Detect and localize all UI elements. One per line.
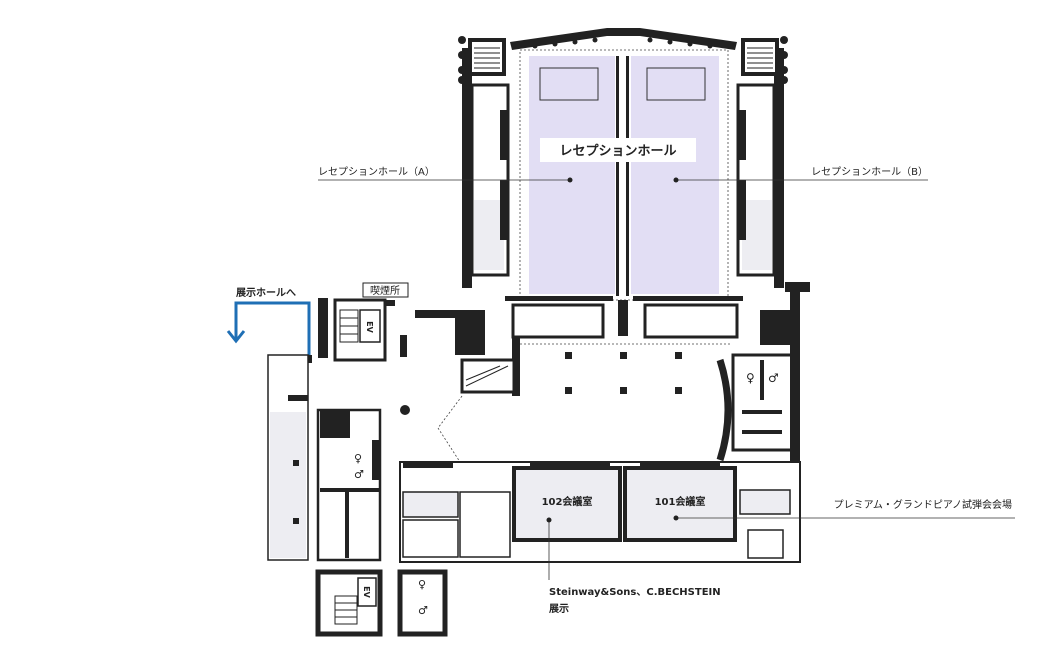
room-101-label: 101会議室 (655, 495, 706, 508)
restroom-icon-ne-2: ♂ (768, 371, 779, 385)
restroom-icon-w-2: ♂ (354, 468, 364, 481)
restroom-icon-s-1: ♀ (418, 578, 426, 591)
arrow-down-left-icon (226, 301, 311, 355)
reception-hall-b-area (631, 56, 719, 294)
elevator-label-1: EV (365, 321, 374, 333)
reception-hall-a-label: レセプションホール（A） (318, 166, 435, 178)
reception-hall-b-label: レセプションホール（B） (811, 166, 928, 178)
to-exhibition-hall-label: 展示ホールへ (236, 287, 296, 299)
reception-hall-a-area (529, 56, 615, 294)
restroom-icon-ne-1: ♀ (746, 371, 755, 385)
smoking-area-label: 喫煙所 (370, 285, 400, 297)
steinway-label-line1: Steinway&Sons、C.BECHSTEIN (549, 587, 721, 598)
south-stair-block: EV ♀ ♂ (315, 569, 448, 637)
room-102-area (512, 466, 622, 542)
west-wing: ♀ ♂ (267, 354, 382, 562)
restroom-icon-s-2: ♂ (418, 604, 428, 617)
steinway-label-line2: 展示 (549, 603, 569, 615)
conference-block (399, 461, 801, 563)
west-block: EV 喫煙所 (318, 282, 409, 362)
restroom-icon-w-1: ♀ (354, 452, 362, 465)
elevator-label-2: EV (362, 586, 371, 598)
central-lobby: ♀ ♂ (300, 282, 810, 550)
reception-hall-title: レセプションホール (559, 144, 676, 159)
premium-piano-label: プレミアム・グランドピアノ試弾会会場 (834, 498, 1012, 511)
room-102-label: 102会議室 (542, 495, 593, 508)
room-101-area (623, 466, 737, 542)
reception-hall-wing (458, 28, 788, 339)
